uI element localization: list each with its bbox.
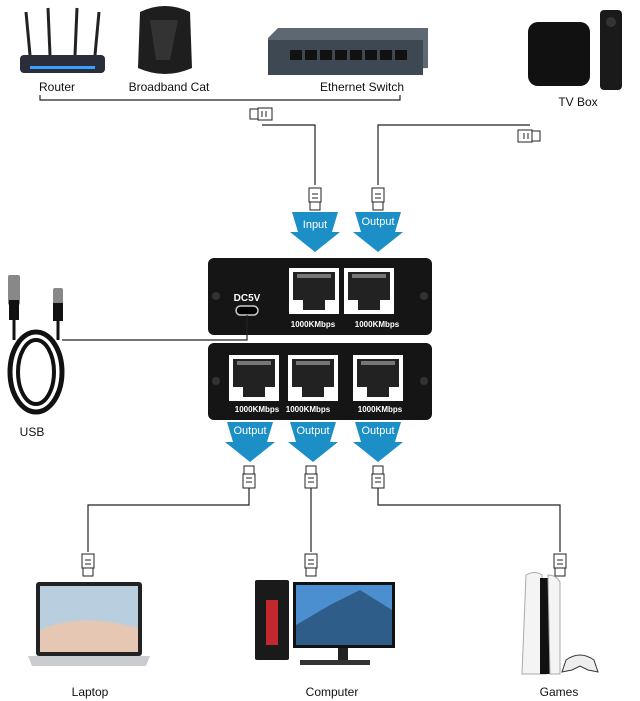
- games-cable: [377, 488, 561, 552]
- svg-text:Output: Output: [233, 425, 266, 437]
- ethernet-port-output: [344, 268, 394, 314]
- svg-text:1000KMbps: 1000KMbps: [355, 320, 400, 329]
- svg-text:Output: Output: [361, 425, 394, 437]
- router-label: Router: [39, 80, 75, 94]
- input-arrow: Input: [290, 212, 340, 252]
- usb-c-port: [235, 305, 259, 316]
- rj45-plug-icon: [304, 553, 318, 577]
- output-arrow: Output: [225, 422, 275, 462]
- rj45-plug-icon: [81, 553, 95, 577]
- rj45-plug-icon: [249, 107, 273, 121]
- games-label: Games: [540, 685, 579, 699]
- svg-text:1000KMbps: 1000KMbps: [358, 405, 403, 414]
- rj45-plug-icon: [242, 465, 256, 489]
- tv-box-icon: [528, 10, 622, 90]
- computer-icon: [255, 580, 395, 665]
- rj45-plug-icon: [304, 465, 318, 489]
- ethernet-switch-icon: [268, 28, 428, 75]
- output-arrow: Output: [353, 212, 403, 252]
- switch-label: Ethernet Switch: [320, 80, 404, 94]
- laptop-label: Laptop: [72, 685, 109, 699]
- usb-power-cable: [62, 315, 248, 341]
- output-arrow: Output: [353, 422, 403, 462]
- svg-text:1000KMbps: 1000KMbps: [235, 405, 280, 414]
- computer-label: Computer: [306, 685, 359, 699]
- svg-text:Output: Output: [361, 216, 394, 228]
- svg-text:1000KMbps: 1000KMbps: [286, 405, 331, 414]
- broadband-modem-icon: [138, 6, 192, 74]
- usb-cable-icon: [7, 275, 65, 415]
- game-console-icon: [521, 572, 599, 675]
- rj45-plug-icon: [308, 187, 322, 211]
- input-cable: [262, 124, 316, 185]
- splitter-output-unit: 1000KMbps 1000KMbps 1000KMbps: [208, 343, 432, 420]
- rj45-plug-icon: [553, 553, 567, 577]
- laptop-cable: [87, 488, 250, 552]
- laptop-icon: [28, 582, 150, 666]
- ethernet-port-output: [353, 355, 403, 401]
- svg-text:1000KMbps: 1000KMbps: [291, 320, 336, 329]
- output-arrow: Output: [288, 422, 338, 462]
- tv-box-label: TV Box: [558, 95, 597, 109]
- router-icon: [20, 7, 105, 73]
- rj45-plug-icon: [371, 465, 385, 489]
- output-cable-tv: [377, 124, 530, 185]
- ethernet-port-output: [288, 355, 338, 401]
- rj45-plug-icon: [517, 129, 541, 143]
- ethernet-port-input: [289, 268, 339, 314]
- svg-text:Input: Input: [303, 219, 327, 231]
- dc5v-label: DC5V: [234, 293, 261, 304]
- svg-text:Output: Output: [296, 425, 329, 437]
- broadband-label: Broadband Cat: [129, 80, 210, 94]
- rj45-plug-icon: [371, 187, 385, 211]
- ethernet-port-output: [229, 355, 279, 401]
- splitter-input-unit: DC5V 1000KMbps 1000KMbps: [208, 258, 432, 335]
- usb-label: USB: [20, 425, 45, 439]
- source-bracket-line: [39, 95, 401, 101]
